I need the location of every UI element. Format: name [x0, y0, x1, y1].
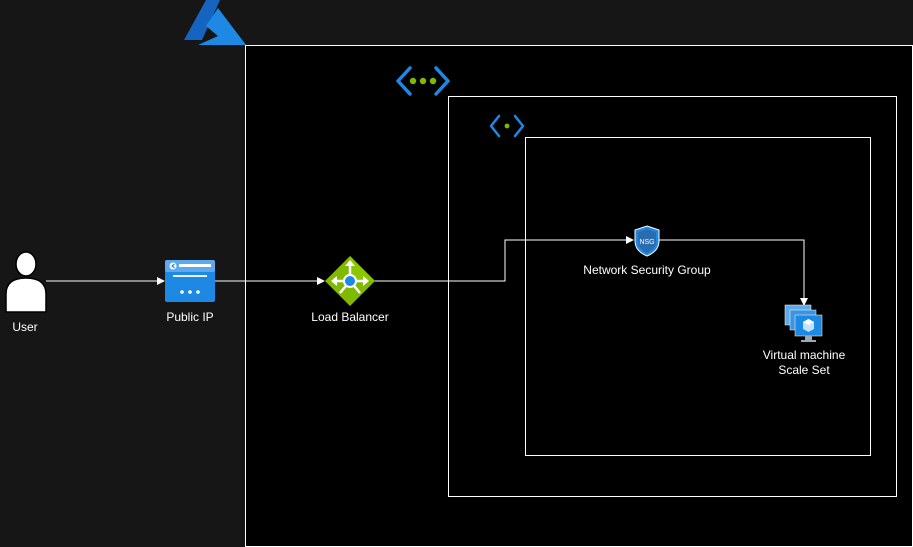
subnet-icon — [489, 114, 525, 138]
azure-logo-icon — [184, 0, 246, 45]
nsg-icon: NSG — [634, 225, 660, 257]
public-ip-icon — [165, 260, 215, 302]
user-label: User — [12, 320, 38, 334]
edge-nsg-to-vmss — [658, 239, 808, 306]
vnet-container — [448, 96, 897, 497]
vmss-icon — [784, 304, 823, 342]
load-balancer-icon — [325, 256, 375, 306]
nsg-badge-text: NSG — [639, 239, 654, 246]
public-ip-label: Public IP — [166, 310, 214, 324]
user-icon — [5, 251, 47, 313]
edge-load-balancer-to-nsg — [374, 236, 634, 282]
nsg-label: Network Security Group — [583, 263, 711, 277]
virtual-network-icon — [396, 66, 450, 96]
load-balancer-label: Load Balancer — [311, 310, 389, 324]
subnet-container — [525, 137, 871, 456]
vmss-label: Virtual machine Scale Set — [762, 348, 846, 377]
